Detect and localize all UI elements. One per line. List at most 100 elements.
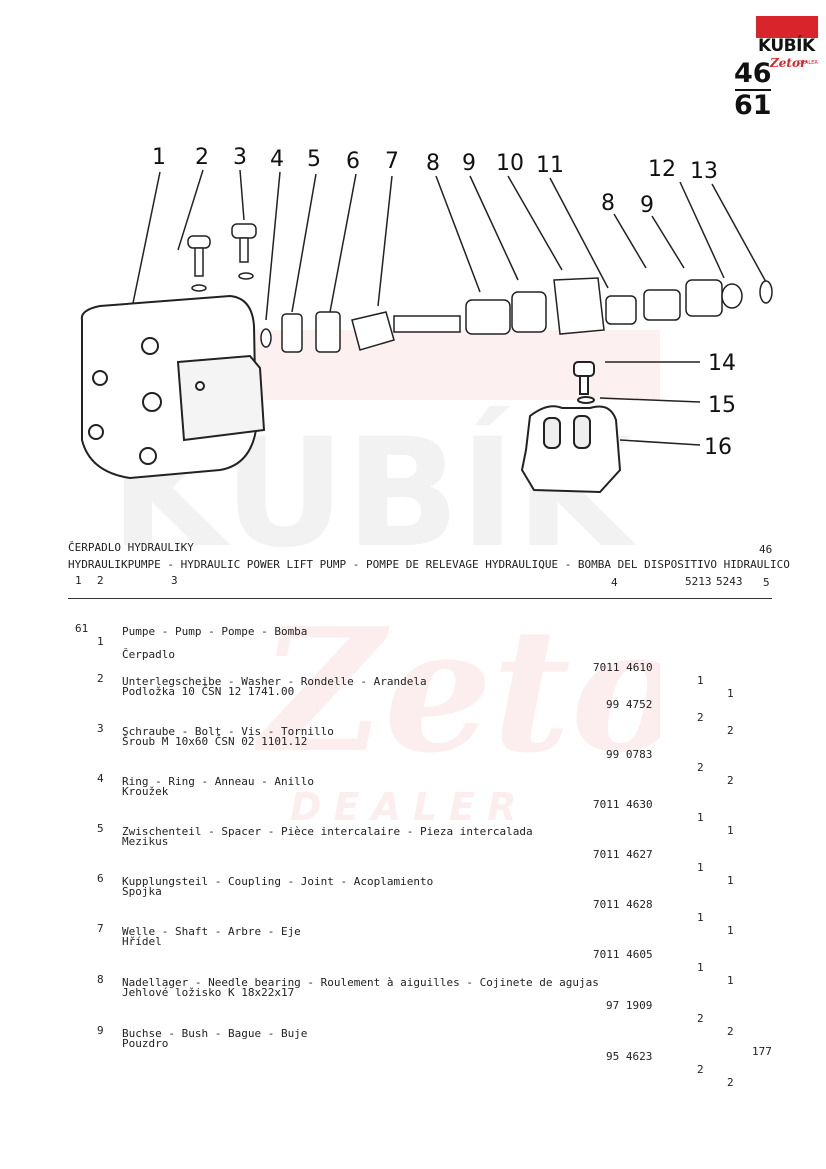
logo-sub: Zetor (770, 56, 807, 70)
callout-5: 5 (307, 147, 321, 172)
ref-number: 46 (759, 543, 773, 556)
callout-7: 7 (385, 149, 399, 174)
col-header-3: 3 (171, 574, 178, 587)
col-header-2: 2 (97, 574, 104, 587)
logo-brand: KUBÍK (758, 36, 815, 56)
part-qty-5213: 2 (697, 1063, 704, 1076)
part-pos: 5 (97, 822, 104, 835)
callout-4: 4 (270, 147, 284, 172)
callout-14: 14 (708, 351, 736, 376)
exploded-diagram: 1 2 3 4 5 6 7 8 9 10 11 8 9 12 13 14 15 … (80, 145, 773, 494)
part-number: 7011 4627 (593, 848, 653, 861)
part-qty-5213: 2 (697, 761, 704, 774)
part-qty-5213: 1 (697, 961, 704, 974)
part-qty-5243: 1 (727, 874, 734, 887)
part-number: 7011 4630 (593, 798, 653, 811)
part-row: 7 Hřídel 7011 4605 1 1 Welle - Shaft - A… (0, 909, 826, 987)
part-qty-5243: 1 (727, 924, 734, 937)
part-name: Jehlové ložisko K 18x22x17 (122, 986, 295, 999)
part-row: 2 Podložka 10 ČSN 12 1741.00 99 4752 2 2… (0, 659, 826, 737)
part-number: 97 1909 (606, 999, 653, 1012)
part-desc: Ring - Ring - Anneau - Anillo (122, 775, 315, 788)
part-number: 95 4623 (606, 1050, 653, 1063)
part-qty-5213: 1 (697, 911, 704, 924)
part-pos: 9 (97, 1024, 104, 1037)
part-number: 7011 4628 (593, 898, 653, 911)
part-pos: 2 (97, 672, 104, 685)
part-number: 99 4752 (606, 698, 653, 711)
callout-8: 8 (426, 151, 440, 176)
logo-red-bar (756, 16, 818, 38)
part-pos: 3 (97, 722, 104, 735)
part-qty-5243: 2 (727, 774, 734, 787)
logo-tag: DEALER (798, 60, 818, 66)
part-name: Šroub M 10x60 ČSN 02 1101.12 (122, 735, 308, 748)
part-group: 61 (75, 622, 89, 635)
part-row: 6 Spojka 7011 4628 1 1 Kupplungsteil - C… (0, 859, 826, 937)
part-name: Kroužek (122, 785, 169, 798)
part-qty-5213: 1 (697, 811, 704, 824)
part-qty-5243: 2 (727, 724, 734, 737)
part-name: Mezikus (122, 835, 169, 848)
part-desc: Nadellager - Needle bearing - Roulement … (122, 976, 599, 989)
part-qty-5213: 1 (697, 674, 704, 687)
part-row: 5 Mezikus 7011 4627 1 1 Zwischenteil - S… (0, 809, 826, 887)
part-qty-5243: 2 (727, 1076, 734, 1089)
section-divider (735, 89, 771, 91)
callout-2: 2 (195, 145, 209, 170)
col-header-5213: 5213 (685, 575, 712, 588)
part-number: 99 0783 (606, 748, 653, 761)
part-pos: 1 (97, 635, 104, 648)
callout-8b: 8 (601, 191, 615, 216)
part-pos: 4 (97, 772, 104, 785)
part-desc: Pumpe - Pump - Pompe - Bomba (122, 625, 308, 638)
part-qty-5243: 2 (727, 1025, 734, 1038)
part-row: 61 1 Čerpadlo 7011 4610 1 1 Pumpe - Pump… (0, 609, 826, 700)
part-name: Spojka (122, 885, 162, 898)
part-qty-5243: 1 (727, 824, 734, 837)
callout-6: 6 (346, 149, 360, 174)
part-qty-5213: 2 (697, 1012, 704, 1025)
col-header-5: 5 (763, 576, 770, 589)
col-header-1: 1 (75, 574, 82, 587)
part-row: 3 Šroub M 10x60 ČSN 02 1101.12 99 0783 2… (0, 709, 826, 787)
part-desc: Schraube - Bolt - Vis - Tornillo (122, 725, 334, 738)
part-desc: Welle - Shaft - Arbre - Eje (122, 925, 301, 938)
callout-11: 11 (536, 153, 564, 178)
title-cs: ČERPADLO HYDRAULIKY (68, 541, 194, 554)
part-qty-5213: 2 (697, 711, 704, 724)
part-qty-5243: 1 (727, 974, 734, 987)
part-row: 4 Kroužek 7011 4630 1 1 Ring - Ring - An… (0, 759, 826, 837)
callout-13: 13 (690, 159, 718, 184)
part-qty-5243: 1 (727, 687, 734, 700)
part-qty-5213: 1 (697, 861, 704, 874)
callout-9: 9 (462, 151, 476, 176)
callout-10: 10 (496, 151, 524, 176)
title-multilang: HYDRAULIKPUMPE - HYDRAULIC POWER LIFT PU… (68, 558, 790, 571)
callout-1: 1 (152, 145, 166, 170)
part-row: 8 Jehlové ložisko K 18x22x17 97 1909 2 2… (0, 960, 826, 1038)
part-number: 7011 4610 (593, 661, 653, 674)
part-name: Pouzdro (122, 1037, 169, 1050)
part-desc: Kupplungsteil - Coupling - Joint - Acopl… (122, 875, 434, 888)
callout-12: 12 (648, 157, 676, 182)
col-header-5243: 5243 (716, 575, 743, 588)
part-pos: 7 (97, 922, 104, 935)
page-number: 177 (752, 1045, 772, 1058)
part-row: 9 Pouzdro 95 4623 2 2 Buchse - Bush - Ba… (0, 1011, 826, 1089)
callout-9b: 9 (640, 193, 654, 218)
part-pos: 6 (97, 872, 104, 885)
part-number: 7011 4605 (593, 948, 653, 961)
callout-15: 15 (708, 393, 736, 418)
part-name: Čerpadlo (122, 648, 175, 661)
col-header-4: 4 (611, 576, 618, 589)
callout-3: 3 (233, 145, 247, 170)
section-number-bottom: 61 (734, 90, 772, 121)
part-desc: Zwischenteil - Spacer - Pièce intercalai… (122, 825, 533, 838)
section-number-top: 46 (734, 58, 772, 89)
part-name: Hřídel (122, 935, 162, 948)
part-desc: Unterlegscheibe - Washer - Rondelle - Ar… (122, 675, 427, 688)
brand-logo: KUBÍK Zetor DEALER (756, 16, 818, 72)
part-name: Podložka 10 ČSN 12 1741.00 (122, 685, 295, 698)
part-pos: 8 (97, 973, 104, 986)
